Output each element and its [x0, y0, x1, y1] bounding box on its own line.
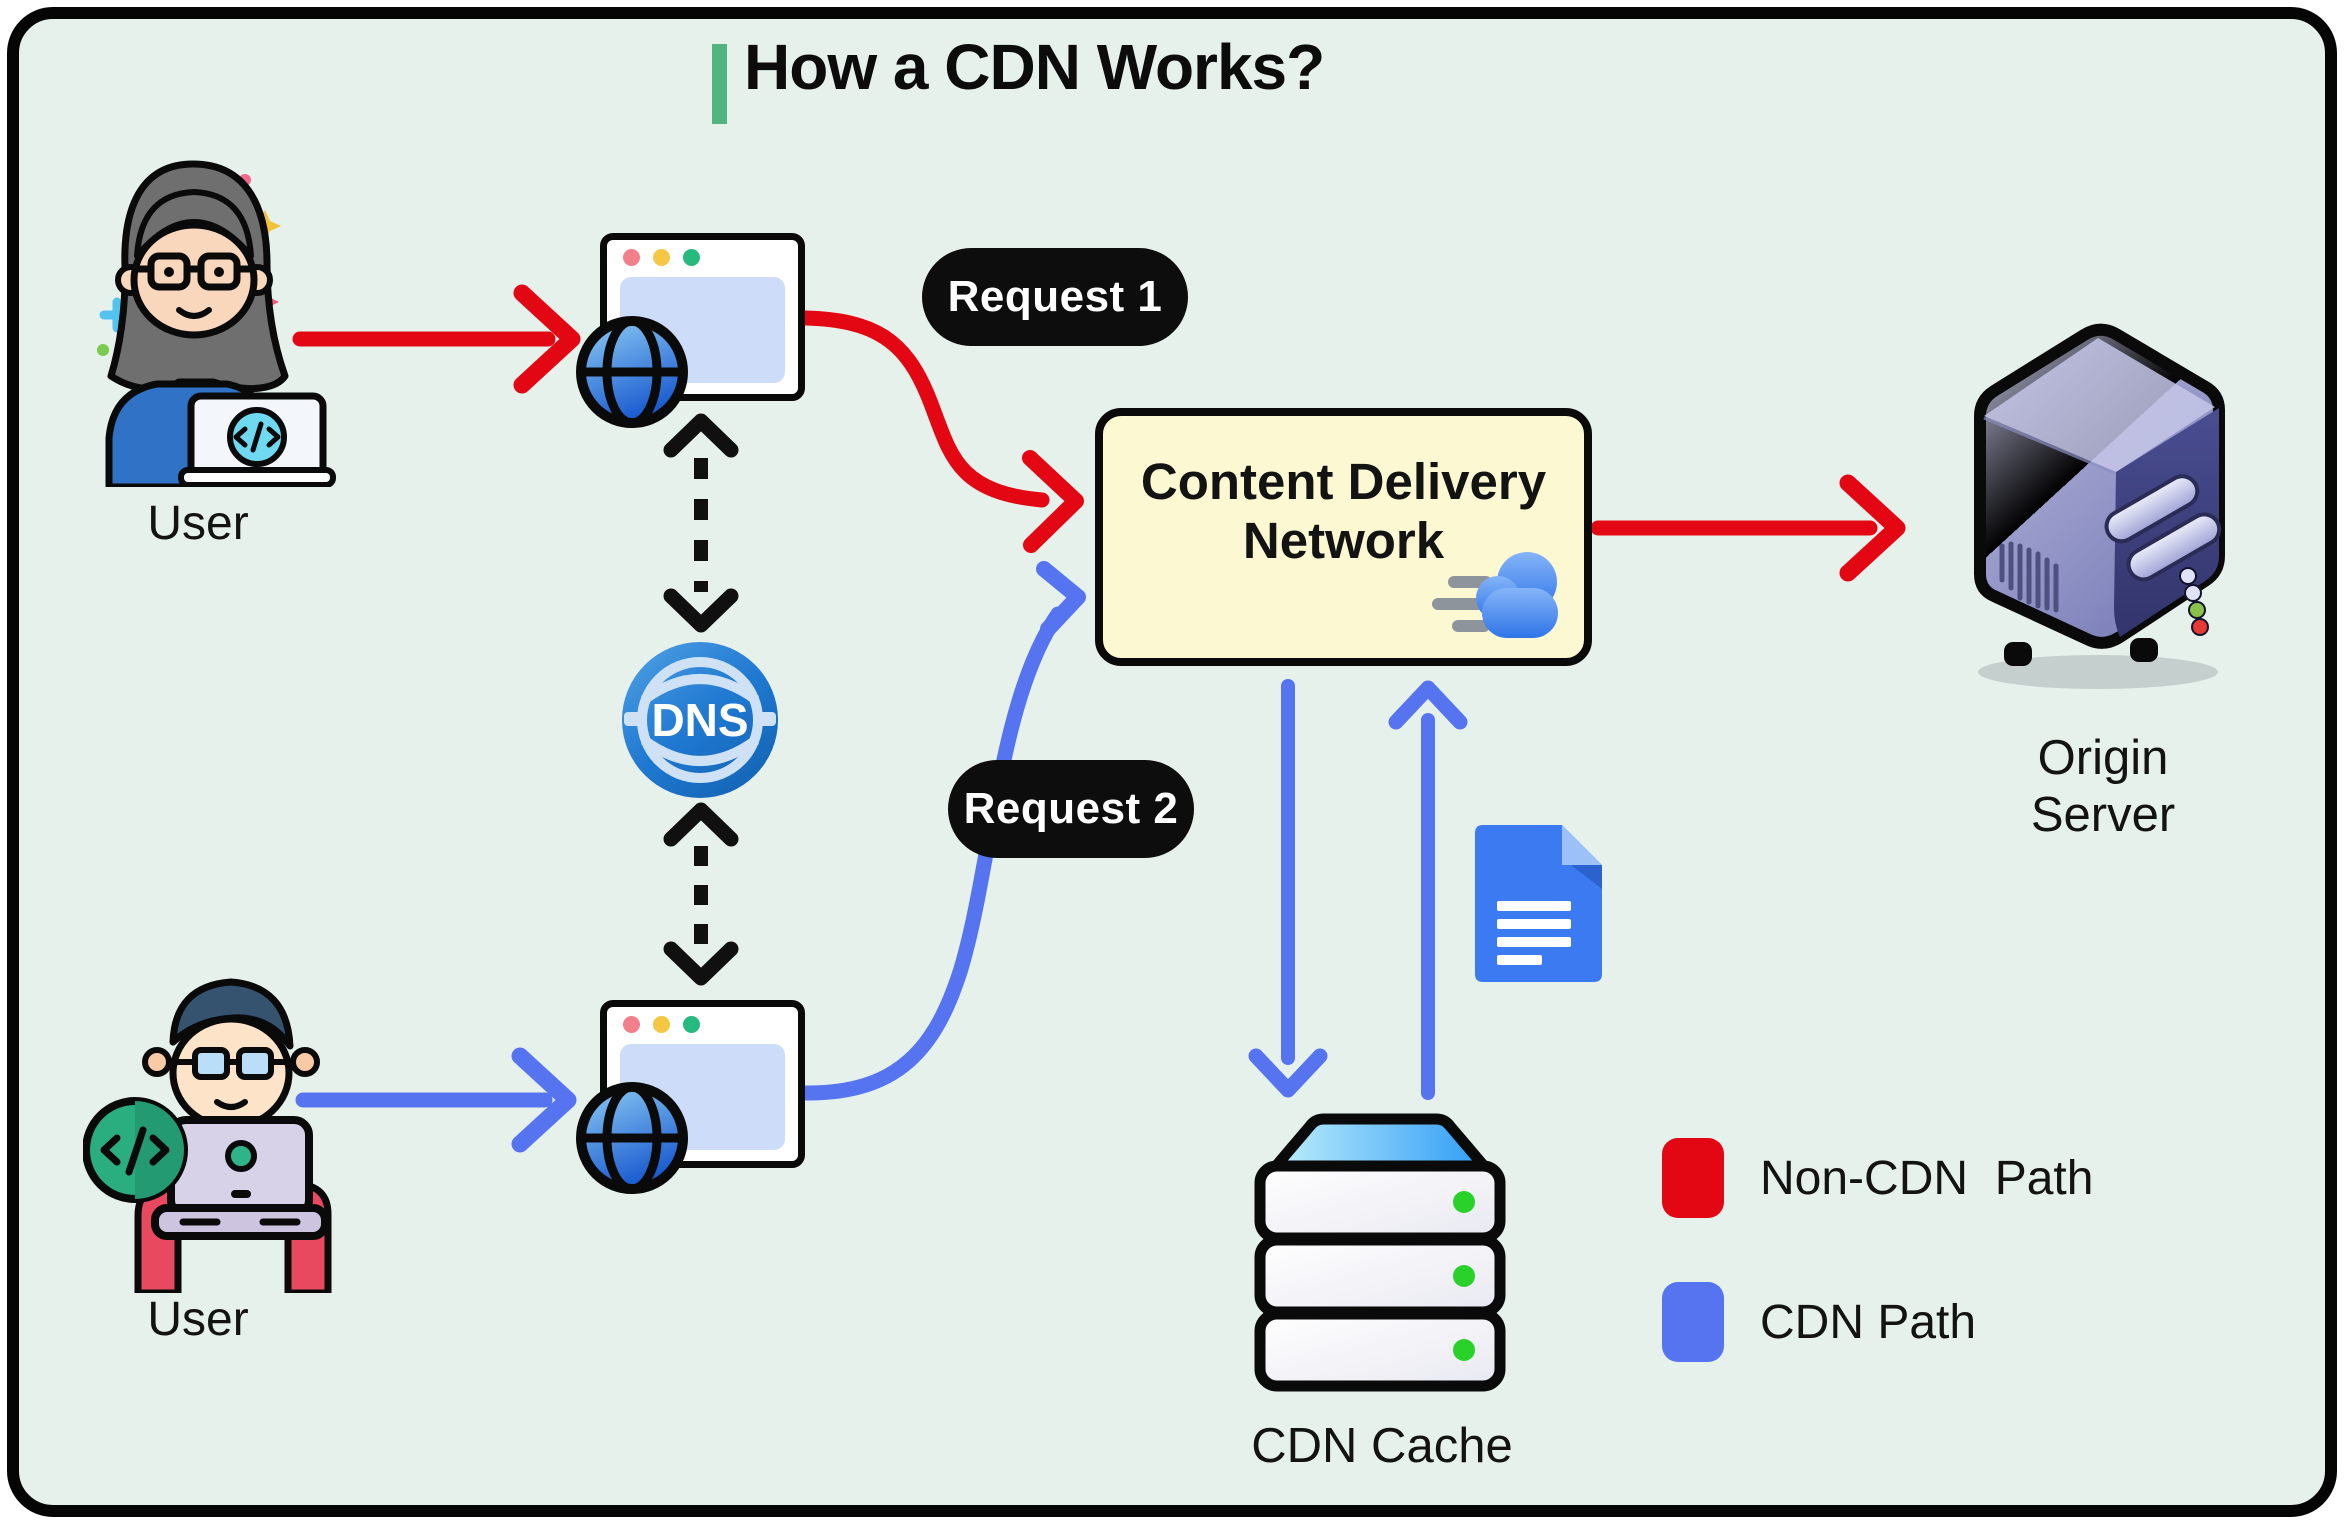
non-cdn-path-swatch	[1662, 1138, 1724, 1218]
code-badge-icon	[83, 1097, 188, 1203]
dns-label: DNS	[651, 694, 748, 746]
browser-traffic-dots	[623, 249, 700, 266]
user-top-illustration	[97, 160, 336, 487]
server-status-lights	[2179, 567, 2209, 636]
browser-traffic-dots	[623, 1016, 700, 1033]
request-2-label: Request 2	[963, 784, 1179, 833]
globe-icon	[576, 1082, 688, 1194]
user-bottom-illustration	[83, 978, 332, 1293]
request-1-label: Request 1	[947, 272, 1163, 321]
request-1-pill: Request 1	[922, 248, 1188, 346]
minimize-dot-icon	[653, 249, 670, 266]
origin-label-line2: Server	[2030, 788, 2176, 842]
legend-item-non-cdn: Non-CDN Path	[1662, 1138, 2093, 1218]
close-dot-icon	[623, 249, 640, 266]
close-dot-icon	[623, 1016, 640, 1033]
cdn-label-line1: Content Delivery	[1140, 453, 1547, 510]
legend: Non-CDN Path CDN Path	[1662, 1138, 2093, 1426]
laptop-icon	[151, 1116, 329, 1240]
canvas-frame	[7, 7, 2337, 1517]
cdn-node: Content Delivery Network	[1095, 408, 1592, 666]
globe-icon	[576, 316, 688, 428]
legend-item-cdn: CDN Path	[1662, 1282, 2093, 1362]
fast-cloud-icon	[1432, 552, 1558, 638]
user-top-label: User	[147, 497, 249, 550]
request-2-pill: Request 2	[948, 760, 1194, 858]
maximize-dot-icon	[683, 1016, 700, 1033]
cdn-path-label: CDN Path	[1760, 1295, 1977, 1349]
origin-server-label: Origin Server	[1963, 730, 2243, 844]
cdn-label-line2: Network	[1242, 512, 1445, 569]
minimize-dot-icon	[653, 1016, 670, 1033]
dns-icon: DNS	[622, 642, 778, 798]
laptop-icon	[178, 392, 336, 487]
page-title: How a CDN Works?	[744, 31, 1325, 103]
user-bottom-label: User	[147, 1293, 249, 1346]
server-drive-bays	[2104, 474, 2222, 582]
document-icon	[1475, 825, 1602, 982]
cdn-node-label: Content Delivery Network	[1103, 452, 1584, 570]
server-vents	[1999, 541, 2059, 613]
maximize-dot-icon	[683, 249, 700, 266]
cdn-path-swatch	[1662, 1282, 1724, 1362]
origin-label-line1: Origin	[2037, 731, 2169, 785]
non-cdn-path-label: Non-CDN Path	[1760, 1151, 2094, 1205]
origin-server-icon	[1974, 323, 2225, 689]
cdn-cache-icon	[1254, 1113, 1506, 1392]
title-accent-bar	[712, 44, 727, 124]
cdn-cache-label: CDN Cache	[1251, 1419, 1513, 1473]
